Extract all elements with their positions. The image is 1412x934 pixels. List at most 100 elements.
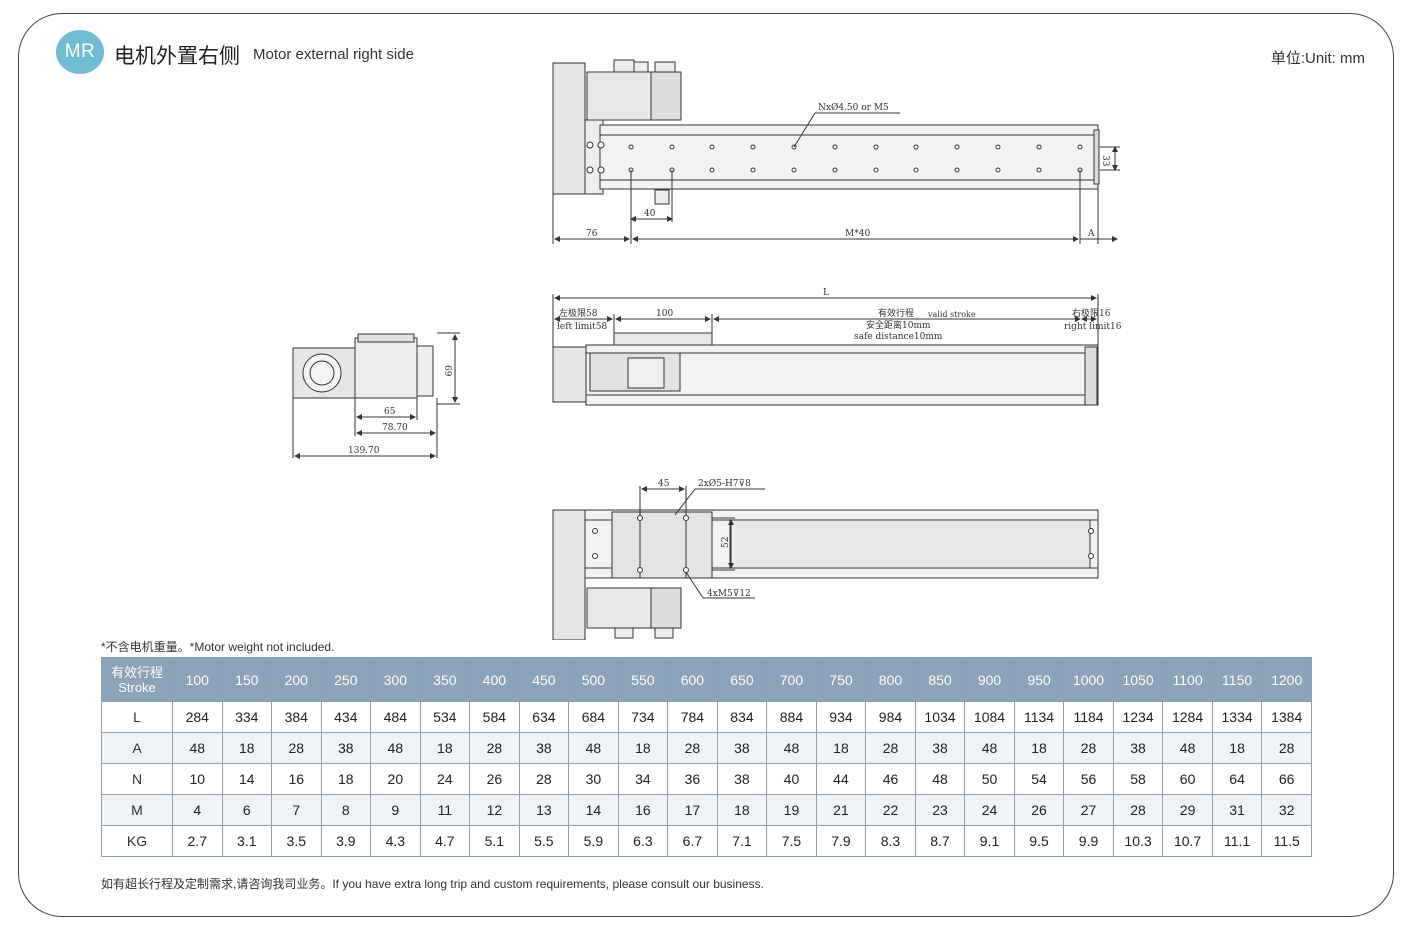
- title-cn: 电机外置右侧: [114, 44, 240, 68]
- dim-65: 65: [384, 407, 396, 417]
- table-cell: 48: [914, 763, 966, 795]
- table-cell: 46: [865, 763, 916, 795]
- header-stroke-value: 1000: [1063, 657, 1114, 702]
- header-stroke-value: 1100: [1162, 657, 1213, 702]
- table-cell: 384: [271, 701, 322, 733]
- table-cell: 634: [518, 701, 570, 733]
- table-cell: 5.1: [469, 825, 520, 857]
- table-cell: 10: [172, 763, 223, 795]
- table-cell: 18: [1013, 732, 1065, 764]
- table-cell: 48: [370, 732, 421, 764]
- dim-139: 139.70: [348, 446, 380, 456]
- table-cell: 38: [716, 732, 768, 764]
- dim-45: 45: [658, 479, 670, 489]
- table-cell: 1084: [964, 701, 1015, 733]
- table-cell: 284: [172, 701, 223, 733]
- row-label: N: [101, 763, 173, 795]
- table-cell: 18: [617, 732, 669, 764]
- table-cell: 58: [1112, 763, 1164, 795]
- table-cell: 26: [1013, 794, 1065, 826]
- table-cell: 44: [815, 763, 867, 795]
- table-cell: 884: [766, 701, 817, 733]
- footer-note: 如有超长行程及定制需求,请咨询我司业务。If you have extra lo…: [101, 877, 764, 891]
- dim-76: 76: [586, 229, 598, 239]
- header-stroke-value: 900: [964, 657, 1015, 702]
- table-cell: 48: [1162, 732, 1213, 764]
- table-cell: 64: [1211, 763, 1263, 795]
- table-cell: 28: [1063, 732, 1114, 764]
- table-cell: 534: [419, 701, 471, 733]
- table-cell: 18: [320, 763, 372, 795]
- header-stroke-value: 1150: [1211, 657, 1263, 702]
- table-cell: 10.3: [1112, 825, 1164, 857]
- top-view: [552, 59, 1120, 244]
- table-cell: 6.7: [667, 825, 718, 857]
- table-cell: 12: [469, 794, 520, 826]
- table-cell: 40: [766, 763, 817, 795]
- row-label: A: [101, 732, 173, 764]
- header-stroke-value: 1200: [1261, 657, 1312, 702]
- table-cell: 56: [1063, 763, 1114, 795]
- dim-52: 52: [721, 537, 731, 548]
- table-cell: 27: [1063, 794, 1114, 826]
- header-stroke-value: 600: [667, 657, 718, 702]
- table-cell: 38: [914, 732, 966, 764]
- header-stroke-value: 550: [617, 657, 669, 702]
- table-cell: 50: [964, 763, 1015, 795]
- table-cell: 11: [419, 794, 471, 826]
- technical-drawing: NxØ4.50 or M5 40 76 M*40 A 33 69 65 78.7…: [292, 59, 1122, 640]
- header-stroke-value: 850: [914, 657, 966, 702]
- table-cell: 9.9: [1063, 825, 1114, 857]
- pin-note: 2xØ5-H7⊽8: [698, 478, 751, 489]
- safe-distance-en: safe distance10mm: [854, 332, 943, 342]
- table-cell: 7.5: [766, 825, 817, 857]
- table-cell: 54: [1013, 763, 1065, 795]
- dim-33: 33: [1100, 155, 1110, 167]
- table-cell: 48: [766, 732, 817, 764]
- table-cell: 32: [1261, 794, 1312, 826]
- table-cell: 31: [1211, 794, 1263, 826]
- header-stroke-value: 350: [419, 657, 471, 702]
- table-cell: 1334: [1211, 701, 1263, 733]
- table-cell: 8: [320, 794, 372, 826]
- table-cell: 28: [469, 732, 520, 764]
- table-cell: 8.3: [865, 825, 916, 857]
- safe-distance-cn: 安全距离10mm: [866, 319, 931, 331]
- dim-100: 100: [656, 309, 673, 319]
- table-cell: 1184: [1063, 701, 1114, 733]
- table-cell: 14: [221, 763, 273, 795]
- table-cell: 21: [815, 794, 867, 826]
- screw-note: 4xM5⊽12: [707, 589, 751, 599]
- table-cell: 6: [221, 794, 273, 826]
- table-cell: 34: [617, 763, 669, 795]
- table-cell: 1034: [914, 701, 966, 733]
- header-stroke-value: 500: [568, 657, 619, 702]
- header-stroke-value: 700: [766, 657, 817, 702]
- table-cell: 5.9: [568, 825, 619, 857]
- table-cell: 18: [221, 732, 273, 764]
- table-cell: 7.1: [716, 825, 768, 857]
- valid-stroke-en: valid stroke: [927, 310, 976, 319]
- table-cell: 10.7: [1162, 825, 1213, 857]
- row-label: KG: [101, 825, 173, 857]
- table-cell: 684: [568, 701, 619, 733]
- table-cell: 60: [1162, 763, 1213, 795]
- side-view: [552, 294, 1099, 406]
- table-cell: 14: [568, 794, 619, 826]
- header-stroke-value: 300: [370, 657, 421, 702]
- header-stroke-en: Stroke: [118, 679, 156, 695]
- table-cell: 584: [469, 701, 520, 733]
- table-cell: 17: [667, 794, 718, 826]
- header-stroke-value: 150: [221, 657, 273, 702]
- table-cell: 834: [716, 701, 768, 733]
- table-cell: 26: [469, 763, 520, 795]
- dim-40: 40: [644, 209, 656, 219]
- table-cell: 38: [716, 763, 768, 795]
- header-stroke-value: 800: [865, 657, 916, 702]
- left-limit-en: left limit58: [557, 322, 608, 332]
- table-cell: 19: [766, 794, 817, 826]
- header-stroke-value: 950: [1013, 657, 1065, 702]
